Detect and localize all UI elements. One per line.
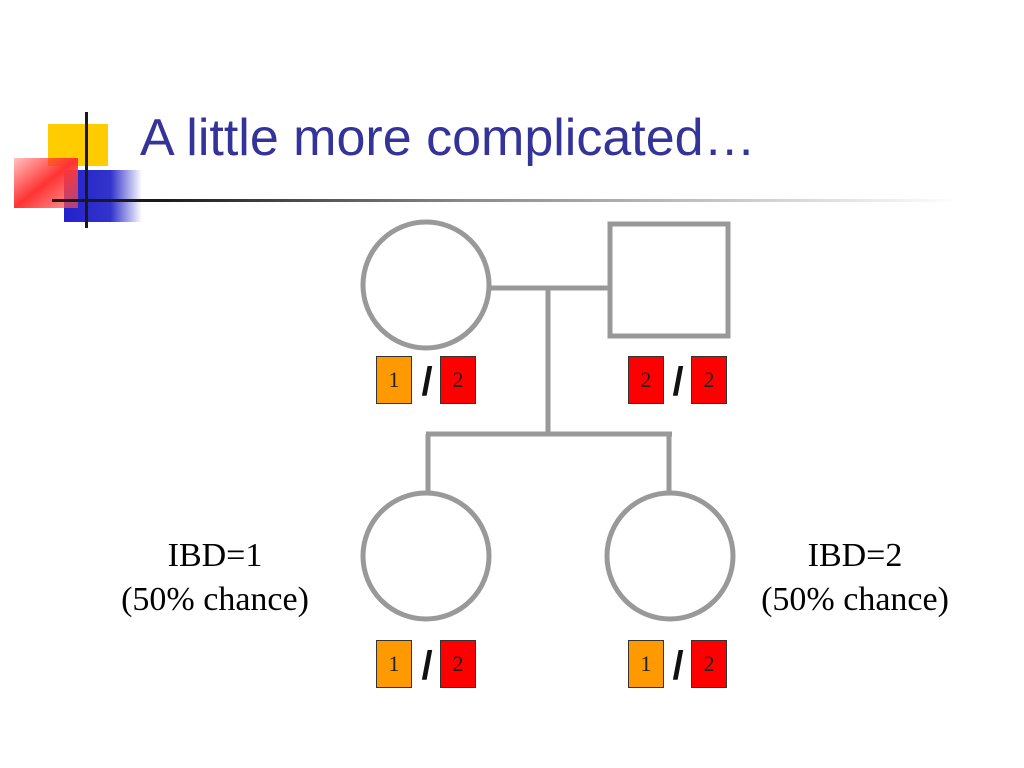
child2-circle: [604, 490, 736, 622]
child2-ibd-label: IBD=2 (50% chance): [720, 534, 990, 622]
child1-circle: [360, 490, 492, 622]
child2-allele-2: 2: [691, 640, 727, 688]
child1-allele-separator: /: [421, 644, 433, 688]
child2-ibd-value: IBD=2: [807, 537, 903, 574]
father-allele-separator: /: [672, 360, 684, 404]
child2-allele-separator: /: [672, 644, 684, 688]
mother-circle: [360, 219, 492, 351]
title-underline: [52, 199, 962, 202]
child2-chance: (50% chance): [761, 581, 949, 619]
mother-allele-1: 1: [376, 356, 412, 404]
child1-ibd-value: IBD=1: [167, 537, 263, 574]
mother-allele-separator: /: [421, 360, 433, 404]
father-square: [607, 221, 731, 339]
child1-chance: (50% chance): [121, 581, 309, 619]
decorative-logo-icon: [14, 112, 142, 228]
father-allele-1: 2: [628, 356, 664, 404]
mother-allele-2: 2: [440, 356, 476, 404]
logo-vertical-bar: [85, 112, 88, 228]
child1-allele-1: 1: [376, 640, 412, 688]
child2-allele-1: 1: [628, 640, 664, 688]
child1-ibd-label: IBD=1 (50% chance): [80, 534, 350, 622]
child1-allele-2: 2: [440, 640, 476, 688]
father-allele-2: 2: [691, 356, 727, 404]
slide-title: A little more complicated…: [140, 109, 756, 167]
